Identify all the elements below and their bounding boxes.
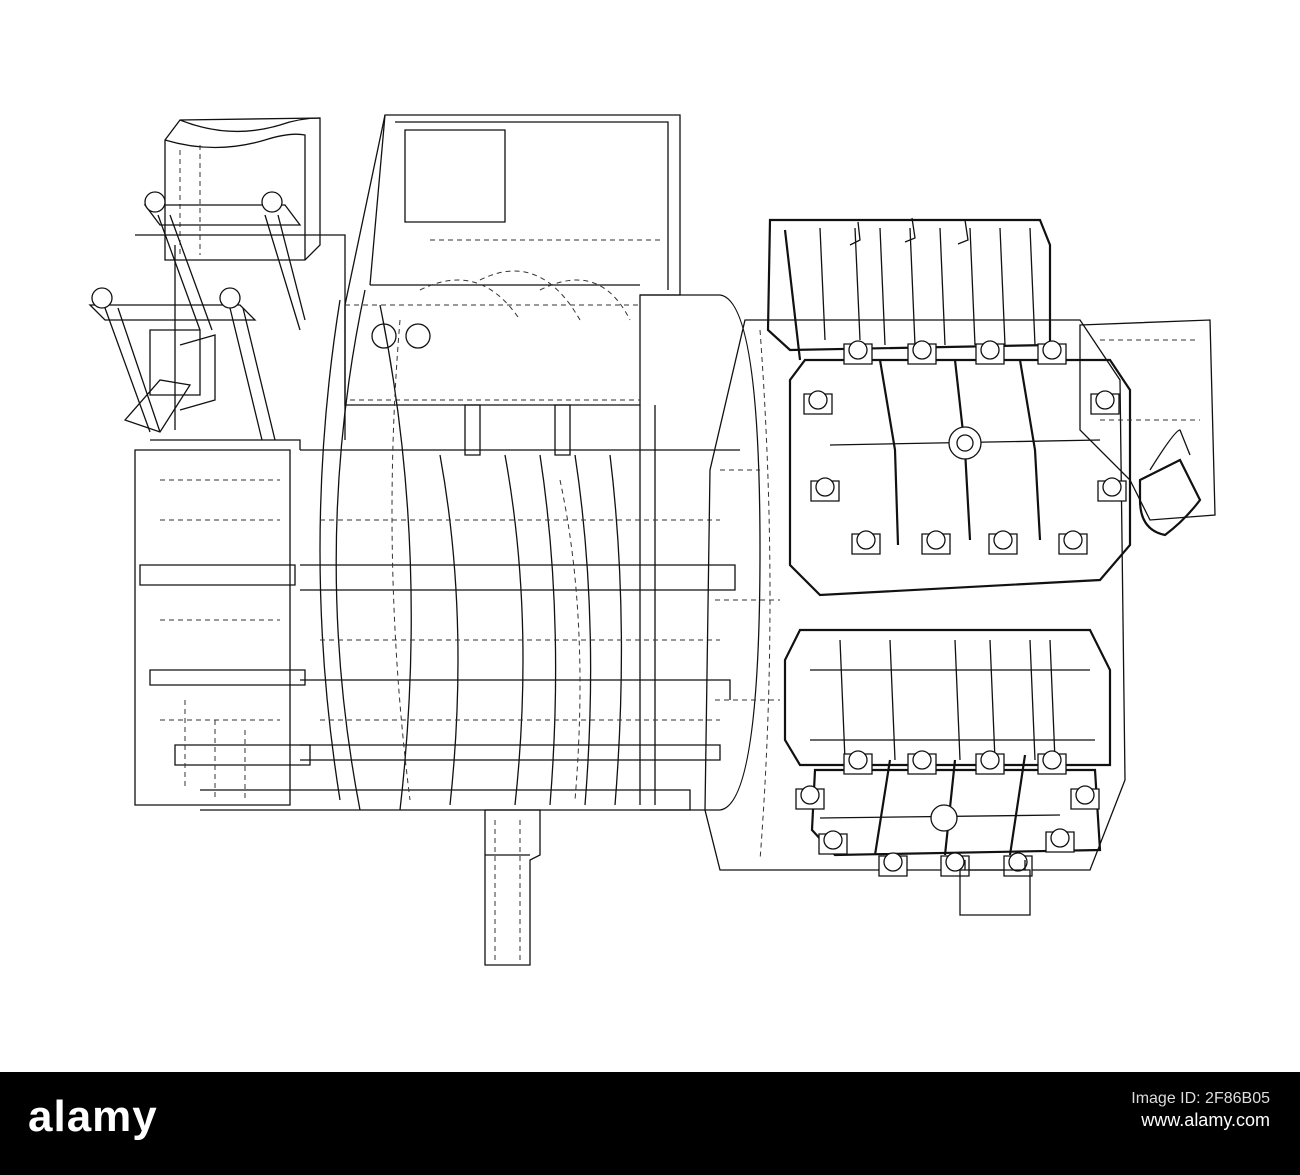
left-end-cap bbox=[134, 439, 311, 806]
mounting-foot bbox=[484, 809, 541, 966]
terminal-box bbox=[344, 114, 681, 456]
suction-pipe bbox=[1079, 319, 1216, 537]
bracket-bolts bbox=[88, 191, 346, 441]
upper-cylinder-head bbox=[766, 217, 1052, 361]
right-foot bbox=[959, 860, 1031, 916]
watermark-footer: alamy Image ID: 2F86B05 www.alamy.com bbox=[0, 1072, 1300, 1175]
site-url: www.alamy.com bbox=[1141, 1110, 1270, 1130]
compressor-body bbox=[704, 319, 1126, 871]
motor-housing bbox=[200, 270, 761, 811]
image-id-caption: Image ID: 2F86B05 bbox=[1131, 1090, 1270, 1107]
lower-bolts bbox=[795, 750, 1100, 877]
upper-bolts bbox=[803, 340, 1127, 555]
top-bracket bbox=[164, 117, 321, 261]
brand-logo: alamy bbox=[28, 1092, 158, 1141]
upper-valve-plate bbox=[788, 358, 1132, 597]
compressor-wireframe-svg bbox=[88, 114, 1216, 966]
compressor-drawing bbox=[88, 114, 1216, 966]
image-id-block: Image ID: 2F86B05 www.alamy.com bbox=[1131, 1090, 1270, 1131]
lower-cylinder-head bbox=[783, 628, 1112, 767]
